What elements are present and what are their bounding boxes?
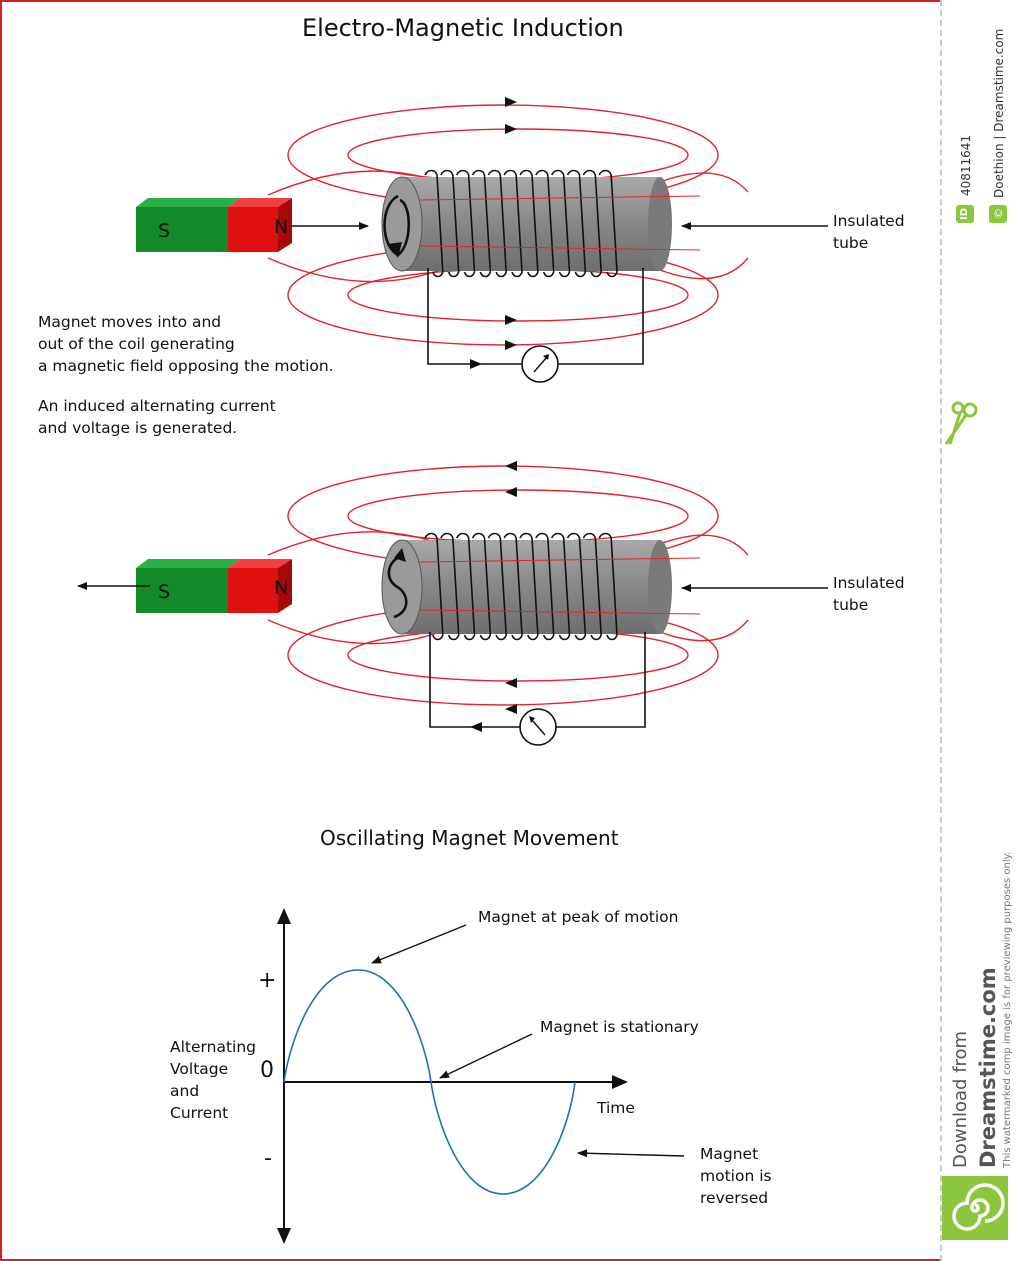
annotation-stationary: Magnet is stationary xyxy=(540,1018,699,1036)
graph-sine-curve xyxy=(283,969,576,1195)
graph-y-label-1: Alternating xyxy=(170,1038,256,1056)
coil-winding xyxy=(535,532,555,641)
coil-winding xyxy=(598,169,618,278)
top-insulated-tube xyxy=(381,176,672,272)
coil-winding xyxy=(440,169,460,278)
bottom-tube-label-1: Insulated xyxy=(833,574,905,592)
top-coil xyxy=(424,169,618,278)
description-line-2: out of the coil generating xyxy=(38,335,235,353)
top-circulation-arrowhead xyxy=(388,242,402,258)
top-inner-field xyxy=(419,195,701,251)
description-line-5: and voltage is generated. xyxy=(38,419,238,437)
annotation-reversed-2: motion is xyxy=(700,1167,772,1185)
stationary-pointer xyxy=(439,1033,533,1079)
bottom-circuit xyxy=(429,632,646,728)
bottom-circulation-icon xyxy=(387,554,408,619)
bottom-coil xyxy=(424,532,618,641)
id-badge-text: ID xyxy=(959,207,970,220)
bottom-inner-field xyxy=(419,557,701,615)
coil-winding xyxy=(455,532,476,641)
graph-axes xyxy=(283,922,614,1230)
coil-winding xyxy=(519,169,539,278)
download-line-2: Dreamstime.com xyxy=(976,967,1000,1168)
coil-winding xyxy=(566,169,587,278)
graph-x-label: Time xyxy=(597,1099,635,1117)
top-tube-label-1: Insulated xyxy=(833,212,905,230)
coil-winding xyxy=(487,169,507,278)
peak-pointer xyxy=(371,924,467,964)
top-magnet-south-label: S xyxy=(158,220,171,242)
top-circuit-arrow xyxy=(470,359,482,369)
coil-winding xyxy=(535,169,555,278)
top-bar-magnet xyxy=(136,198,292,252)
coil-winding xyxy=(598,532,618,641)
coil-winding xyxy=(455,169,476,278)
coil-winding xyxy=(550,532,571,641)
graph-y-label-4: Current xyxy=(170,1104,229,1122)
scissors-icon xyxy=(944,401,978,445)
top-circuit xyxy=(427,268,644,365)
graph-minus-label: - xyxy=(264,1146,272,1171)
bottom-bar-magnet xyxy=(136,559,292,613)
page-title: Electro-Magnetic Induction xyxy=(302,14,624,42)
preview-note: This watermarked comp image is for previ… xyxy=(1002,851,1013,1168)
coil-winding xyxy=(471,169,492,278)
coil-winding xyxy=(503,169,523,278)
coil-winding xyxy=(424,169,444,278)
coil-winding xyxy=(519,532,539,641)
graph-zero-label: 0 xyxy=(260,1058,274,1083)
annotation-reversed-1: Magnet xyxy=(700,1145,759,1163)
coil-winding xyxy=(471,532,492,641)
bottom-circulation-arrowhead xyxy=(394,548,406,562)
coil-winding xyxy=(487,532,507,641)
diagram-canvas xyxy=(77,97,828,1244)
download-line-1: Download from xyxy=(950,1030,971,1168)
top-field-arrows xyxy=(505,97,517,350)
coil-winding xyxy=(503,532,523,641)
bottom-field-arrows xyxy=(505,461,517,714)
description-line-1: Magnet moves into and xyxy=(38,313,222,331)
top-magnet-north-label: N xyxy=(274,216,289,238)
copyright-badge-text: © xyxy=(992,208,1005,219)
credit-text: Doethion | Dreamstime.com xyxy=(992,28,1006,198)
annotation-peak: Magnet at peak of motion xyxy=(478,908,679,926)
coil-winding xyxy=(582,532,602,641)
bottom-magnet-south-label: S xyxy=(158,581,171,603)
bottom-insulated-tube xyxy=(381,539,672,635)
bottom-magnet-north-label: N xyxy=(274,577,289,599)
coil-winding xyxy=(424,532,444,641)
copyright-icon: © xyxy=(989,205,1007,223)
top-tube-label-2: tube xyxy=(833,234,869,252)
bottom-circuit-arrow xyxy=(470,722,482,732)
description-line-4: An induced alternating current xyxy=(38,397,276,415)
coil-winding xyxy=(550,169,571,278)
reversed-pointer xyxy=(577,1149,685,1158)
annotation-reversed-3: reversed xyxy=(700,1189,769,1207)
top-galvanometer-icon xyxy=(521,345,559,383)
graph-axis-arrows xyxy=(277,908,628,1244)
graph-y-label-2: Voltage xyxy=(170,1060,229,1078)
id-badge-icon: ID xyxy=(956,205,974,223)
coil-winding xyxy=(440,532,460,641)
bottom-galvanometer-icon xyxy=(519,708,557,746)
coil-winding xyxy=(582,169,602,278)
description-line-3: a magnetic field opposing the motion. xyxy=(38,357,334,375)
dreamstime-logo-icon xyxy=(942,1176,1008,1240)
id-number: 40811641 xyxy=(959,134,973,196)
coil-winding xyxy=(566,532,587,641)
graph-title: Oscillating Magnet Movement xyxy=(320,826,619,850)
graph-y-label-3: and xyxy=(170,1082,200,1100)
bottom-tube-label-2: tube xyxy=(833,596,869,614)
watermark-sidebar: ID 40811641 © Doethion | Dreamstime.com … xyxy=(940,0,1024,1261)
graph-plus-label: + xyxy=(258,968,277,993)
